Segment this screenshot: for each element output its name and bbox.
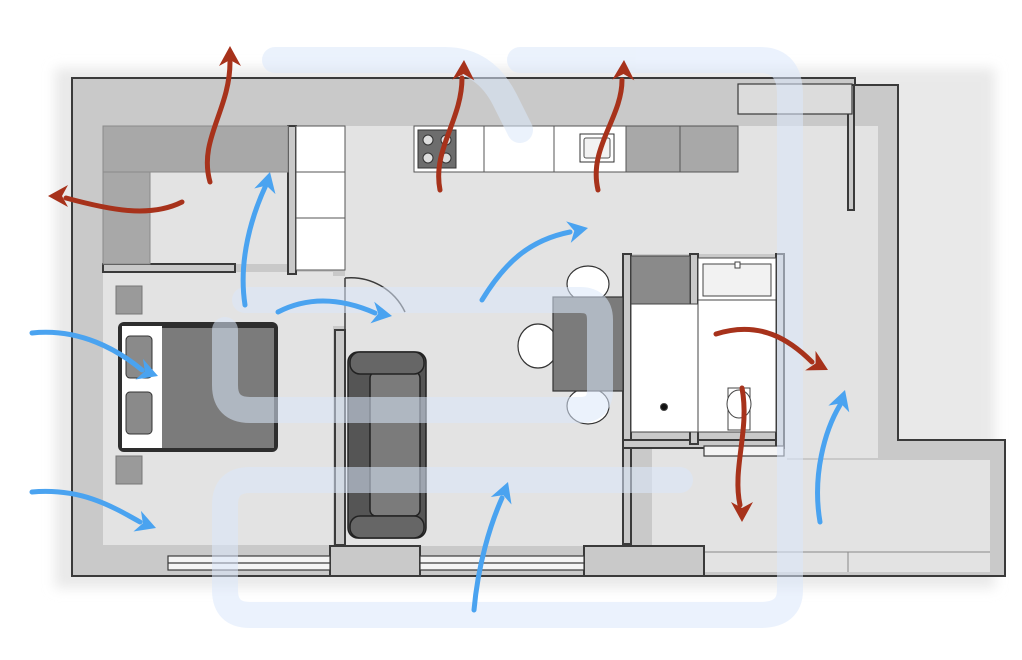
wall-bottom-mid bbox=[329, 545, 421, 577]
nightstand-top bbox=[115, 285, 143, 315]
wardrobe bbox=[102, 125, 289, 265]
nightstand-bottom bbox=[115, 455, 143, 485]
wall-bottom-right bbox=[583, 545, 705, 577]
exhaust-air-arrow-9 bbox=[48, 185, 185, 214]
window-balcony bbox=[703, 445, 785, 457]
exhaust-air-arrow-11 bbox=[593, 60, 635, 193]
blue-curved-arrow-icon bbox=[254, 172, 276, 195]
wall-wardrobe-right bbox=[287, 125, 297, 275]
stove-icon bbox=[417, 129, 457, 169]
shower-tray bbox=[630, 303, 699, 433]
fresh-air-arrow-6 bbox=[471, 482, 512, 613]
bathroom bbox=[630, 255, 777, 433]
exhaust-air-arrow-12 bbox=[713, 326, 828, 371]
wall-bedroom-top bbox=[102, 263, 236, 273]
logo-watermark-icon bbox=[212, 47, 803, 628]
red-curved-arrow-icon bbox=[48, 185, 68, 207]
fresh-air-arrow-5 bbox=[479, 221, 588, 303]
blue-curved-arrow-icon bbox=[135, 358, 158, 380]
sofa bbox=[347, 351, 427, 539]
kitchen-cabinet-left bbox=[295, 125, 346, 271]
blue-curved-arrow-icon bbox=[133, 510, 156, 532]
blue-curved-arrow-icon bbox=[490, 482, 512, 505]
fresh-air-arrow-4 bbox=[275, 298, 392, 324]
balcony bbox=[705, 551, 990, 572]
kitchen-counter bbox=[413, 125, 739, 173]
blue-curved-arrow-icon bbox=[828, 390, 850, 413]
red-curved-arrow-icon bbox=[805, 350, 828, 371]
wall-living-left bbox=[334, 329, 346, 546]
blue-curved-arrow-icon bbox=[370, 301, 392, 324]
shower-drain bbox=[660, 403, 668, 411]
air-flow-arrows bbox=[29, 46, 850, 613]
washing-machine bbox=[630, 255, 691, 305]
red-curved-arrow-icon bbox=[731, 502, 753, 522]
exhaust-air-arrow-10 bbox=[436, 60, 475, 193]
bed bbox=[118, 322, 278, 452]
red-curved-arrow-icon bbox=[219, 46, 241, 66]
fresh-air-arrow-2 bbox=[29, 488, 156, 532]
red-curved-arrow-icon bbox=[612, 60, 635, 81]
wall-bath-left bbox=[622, 253, 632, 545]
red-curved-arrow-icon bbox=[452, 60, 475, 81]
toilet-bowl bbox=[726, 389, 752, 419]
pillow-bottom bbox=[125, 391, 153, 435]
fresh-air-arrow-1 bbox=[29, 329, 158, 380]
exhaust-air-arrow-8 bbox=[204, 46, 241, 185]
blue-curved-arrow-icon bbox=[566, 221, 588, 243]
exhaust-air-arrow-13 bbox=[731, 385, 753, 522]
fresh-air-arrow-3 bbox=[240, 172, 276, 308]
fresh-air-arrow-7 bbox=[815, 390, 850, 525]
